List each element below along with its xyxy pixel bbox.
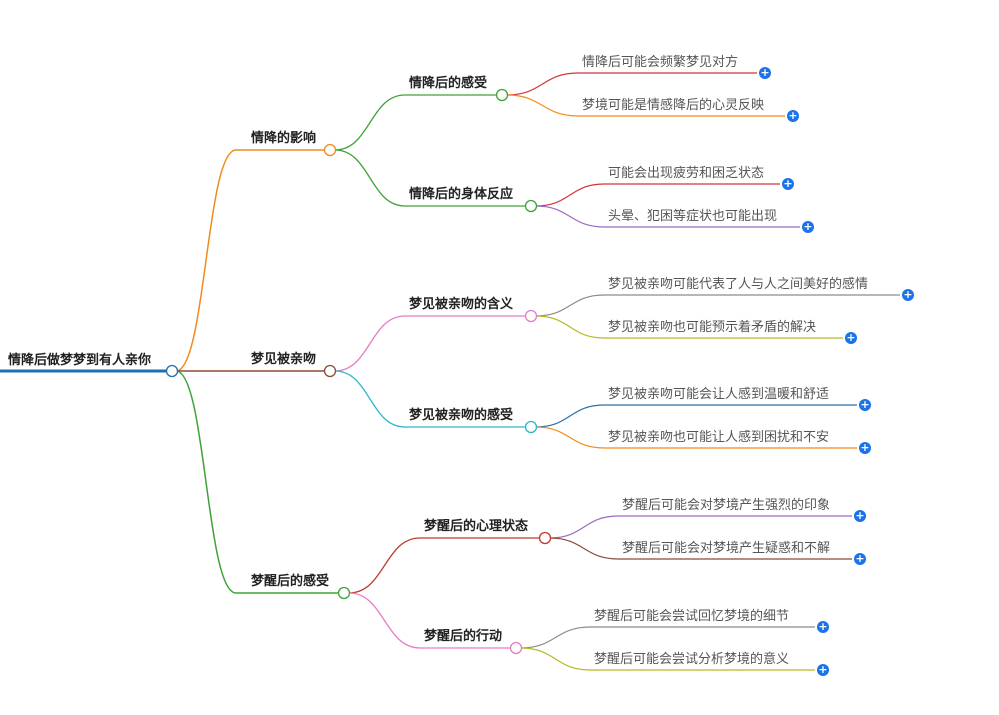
- subtopic-1-1: 情降后的感受: [409, 76, 488, 91]
- subtopic-node-3-1[interactable]: [538, 531, 552, 545]
- leaf-topic-2-1-1: 梦见被亲吻可能代表了人与人之间美好的感情: [608, 277, 869, 292]
- branch-topic-3: 梦醒后的感受: [251, 574, 330, 589]
- expand-plus-icon-3-1-2[interactable]: +: [854, 552, 866, 565]
- sub-connector-3-1: [348, 537, 421, 594]
- root-node[interactable]: [165, 364, 179, 378]
- branch-topic-1: 情降的影响: [251, 131, 317, 146]
- sub-connector-2-2: [334, 370, 406, 428]
- leaf-topic-1-2-2: 头晕、犯困等症状也可能出现: [608, 209, 778, 224]
- leaf-topic-3-1-2: 梦醒后可能会对梦境产生疑惑和不解: [622, 541, 831, 556]
- subtopic-2-1: 梦见被亲吻的含义: [409, 297, 514, 312]
- expand-plus-icon-1-1-2[interactable]: +: [787, 109, 799, 122]
- leaf-connector-1-1-1: [506, 72, 579, 96]
- root-topic: 情降后做梦梦到有人亲你: [8, 353, 152, 368]
- expand-plus-icon-3-2-1[interactable]: +: [817, 620, 829, 633]
- subtopic-node-1-2[interactable]: [524, 199, 538, 213]
- expand-plus-icon-2-2-2[interactable]: +: [859, 441, 871, 454]
- subtopic-node-1-1[interactable]: [495, 88, 509, 102]
- leaf-topic-2-2-2: 梦见被亲吻也可能让人感到困扰和不安: [608, 430, 830, 445]
- expand-plus-icon-2-2-1[interactable]: +: [859, 398, 871, 411]
- leaf-connector-3-2-2: [520, 647, 591, 671]
- sub-connector-2-1: [334, 315, 406, 372]
- expand-plus-icon-3-1-1[interactable]: +: [854, 509, 866, 522]
- subtopic-3-2: 梦醒后的行动: [424, 629, 503, 644]
- branch-node-3[interactable]: [337, 586, 351, 600]
- expand-plus-icon-1-2-2[interactable]: +: [802, 220, 814, 233]
- branch-connector-1: [175, 149, 237, 372]
- subtopic-3-1: 梦醒后的心理状态: [424, 519, 529, 534]
- leaf-connector-3-1-2: [549, 537, 619, 560]
- leaf-connector-2-2-2: [535, 426, 605, 449]
- leaf-connector-2-2-1: [535, 404, 605, 428]
- subtopic-node-2-2[interactable]: [524, 420, 538, 434]
- leaf-topic-3-2-1: 梦醒后可能会尝试回忆梦境的细节: [594, 609, 790, 624]
- branch-node-1[interactable]: [323, 143, 337, 157]
- sub-connector-1-2: [334, 149, 406, 207]
- leaf-topic-1-2-1: 可能会出现疲劳和困乏状态: [608, 166, 765, 181]
- leaf-topic-1-1-2: 梦境可能是情感降后的心灵反映: [582, 98, 765, 113]
- subtopic-2-2: 梦见被亲吻的感受: [409, 408, 514, 423]
- expand-plus-icon-1-2-1[interactable]: +: [782, 177, 794, 190]
- leaf-connector-2-1-1: [535, 294, 605, 317]
- sub-connector-3-2: [348, 592, 421, 649]
- expand-plus-icon-2-1-1[interactable]: +: [902, 288, 914, 301]
- leaf-connector-2-1-2: [535, 315, 605, 339]
- leaf-connector-3-1-1: [549, 515, 619, 539]
- leaf-topic-3-2-2: 梦醒后可能会尝试分析梦境的意义: [594, 652, 790, 667]
- leaf-topic-2-1-2: 梦见被亲吻也可能预示着矛盾的解决: [608, 320, 817, 335]
- leaf-connector-3-2-1: [520, 626, 591, 649]
- leaf-connector-1-1-2: [506, 94, 579, 117]
- subtopic-node-3-2[interactable]: [509, 641, 523, 655]
- subtopic-node-2-1[interactable]: [524, 309, 538, 323]
- sub-connector-1-1: [334, 94, 406, 151]
- branch-node-2[interactable]: [323, 364, 337, 378]
- expand-plus-icon-1-1-1[interactable]: +: [759, 66, 771, 79]
- leaf-topic-3-1-1: 梦醒后可能会对梦境产生强烈的印象: [622, 498, 831, 513]
- expand-plus-icon-2-1-2[interactable]: +: [845, 331, 857, 344]
- branch-topic-2: 梦见被亲吻: [251, 352, 317, 367]
- leaf-topic-1-1-1: 情降后可能会频繁梦见对方: [582, 55, 739, 70]
- branch-connector-3: [175, 370, 237, 594]
- subtopic-1-2: 情降后的身体反应: [409, 187, 514, 202]
- leaf-connector-1-2-2: [535, 205, 605, 228]
- leaf-connector-1-2-1: [535, 183, 605, 207]
- leaf-topic-2-2-1: 梦见被亲吻可能会让人感到温暖和舒适: [608, 387, 830, 402]
- expand-plus-icon-3-2-2[interactable]: +: [817, 663, 829, 676]
